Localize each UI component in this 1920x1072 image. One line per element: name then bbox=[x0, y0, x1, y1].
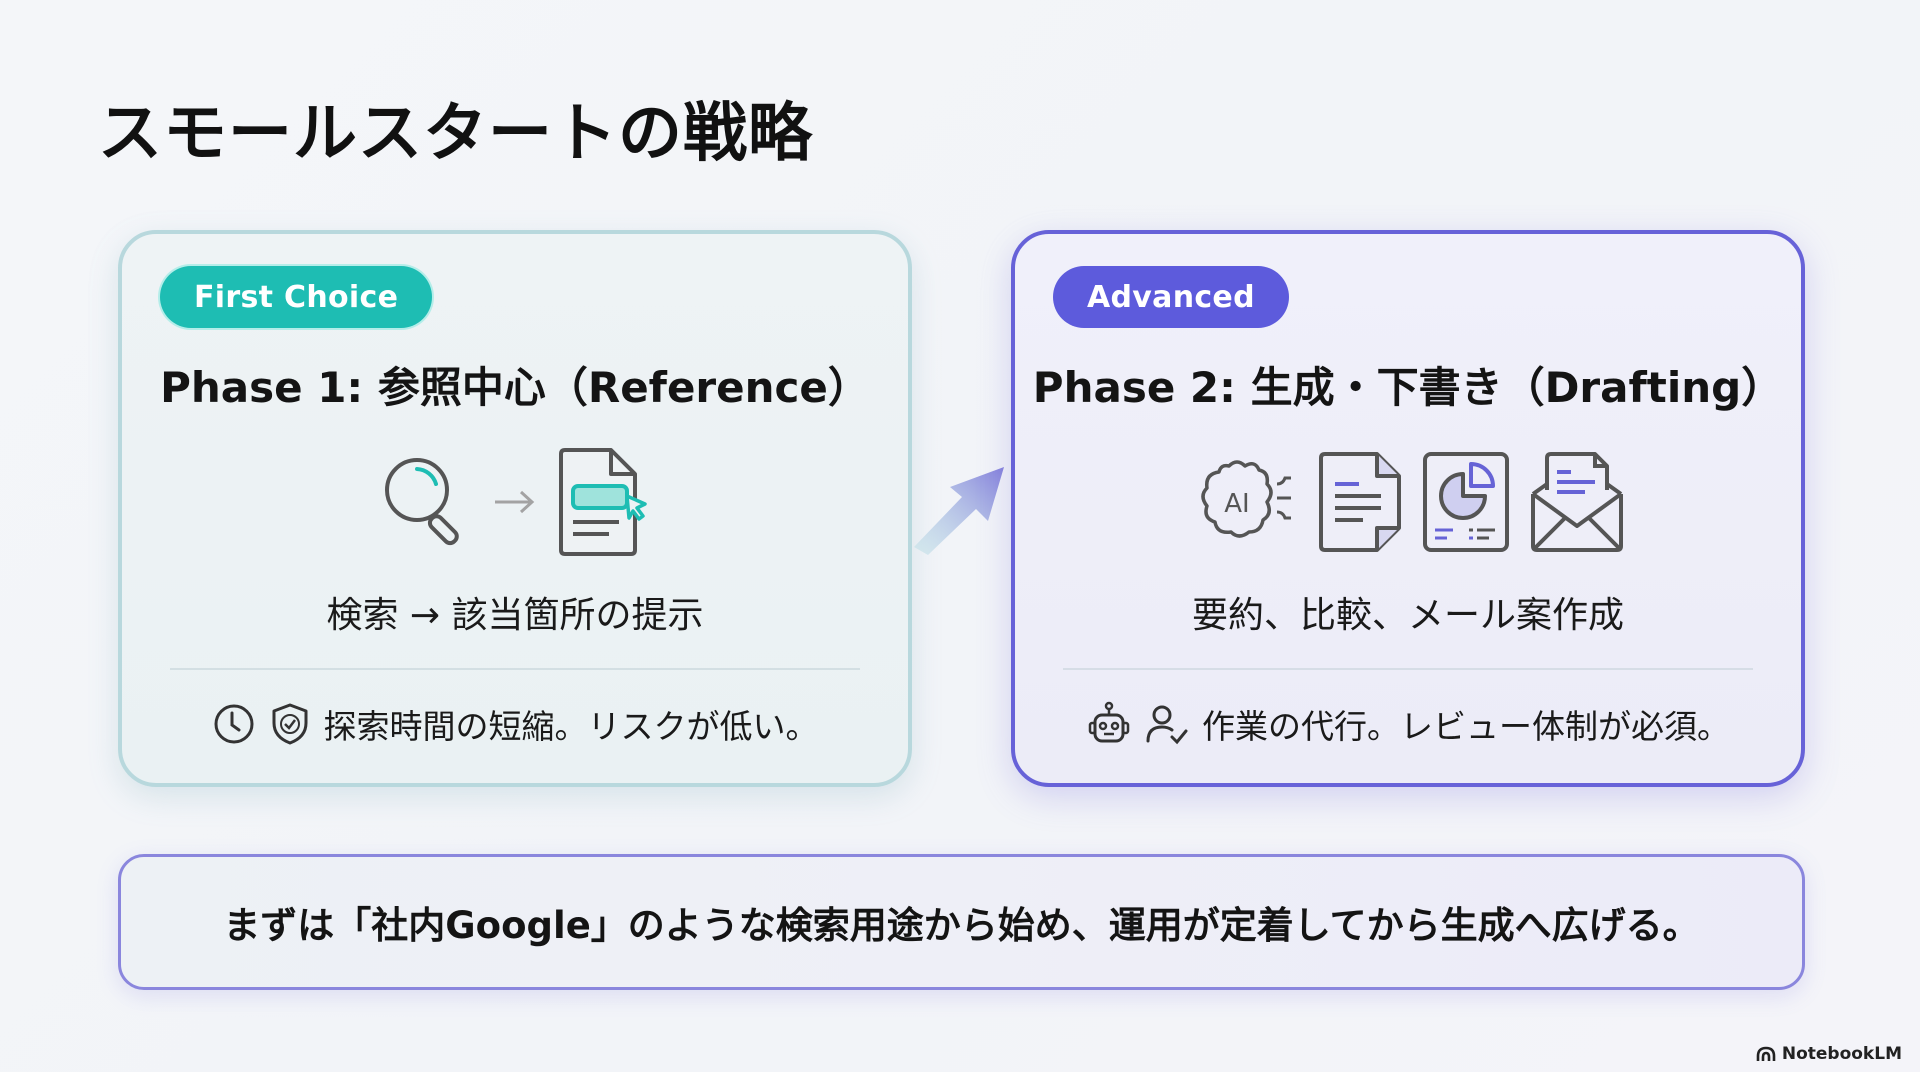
phase-2-footer: 作業の代行。レビュー体制が必須。 bbox=[1015, 696, 1801, 752]
phase-1-card: First Choice Phase 1: 参照中心（Reference） 検索… bbox=[118, 230, 912, 787]
phase-1-footer: 探索時間の短縮。リスクが低い。 bbox=[122, 696, 908, 752]
shield-check-icon bbox=[272, 703, 307, 745]
document-highlight-cursor-icon bbox=[559, 448, 647, 556]
summary-banner-text: まずは「社内Google」のような検索用途から始め、運用が定着してから生成へ広げ… bbox=[223, 904, 1700, 947]
ai-brain-icon: AI bbox=[1201, 460, 1291, 538]
report-pie-chart-icon bbox=[1423, 452, 1509, 552]
advanced-badge: Advanced bbox=[1053, 266, 1289, 328]
phase-1-subtitle: 検索 → 該当箇所の提示 bbox=[326, 595, 704, 636]
phase-1-title: Phase 1: 参照中心（Reference） bbox=[160, 363, 870, 412]
summary-banner: まずは「社内Google」のような検索用途から始め、運用が定着してから生成へ広げ… bbox=[118, 854, 1805, 990]
phase-1-icon-row bbox=[122, 446, 908, 558]
clock-icon bbox=[214, 704, 253, 744]
notebooklm-brand: NotebookLM bbox=[1756, 1044, 1902, 1064]
divider bbox=[1063, 668, 1753, 670]
brand-name: NotebookLM bbox=[1781, 1044, 1902, 1064]
arrow-up-right-icon bbox=[914, 467, 1004, 555]
mail-envelope-icon bbox=[1531, 452, 1623, 552]
slide-title: スモールスタートの戦略 bbox=[98, 97, 813, 171]
user-check-icon bbox=[1146, 705, 1188, 745]
phase-2-card: Advanced Phase 2: 生成・下書き（Drafting） AI bbox=[1011, 230, 1805, 787]
document-text-icon bbox=[1319, 452, 1401, 552]
phase-1-footer-text: 探索時間の短縮。リスクが低い。 bbox=[323, 707, 819, 746]
divider bbox=[170, 668, 860, 670]
phase-2-title: Phase 2: 生成・下書き（Drafting） bbox=[1032, 363, 1784, 412]
robot-icon bbox=[1088, 701, 1130, 743]
arrow-right-icon bbox=[495, 490, 535, 514]
phase-2-icon-row: AI bbox=[1015, 446, 1801, 558]
notebooklm-logo-icon bbox=[1756, 1046, 1776, 1061]
svg-text:AI: AI bbox=[1224, 489, 1249, 519]
first-choice-badge: First Choice bbox=[160, 266, 433, 328]
phase-2-subtitle: 要約、比較、メール案作成 bbox=[1191, 595, 1624, 636]
phase-2-footer-text: 作業の代行。レビュー体制が必須。 bbox=[1202, 707, 1730, 746]
magnifier-icon bbox=[385, 458, 459, 546]
